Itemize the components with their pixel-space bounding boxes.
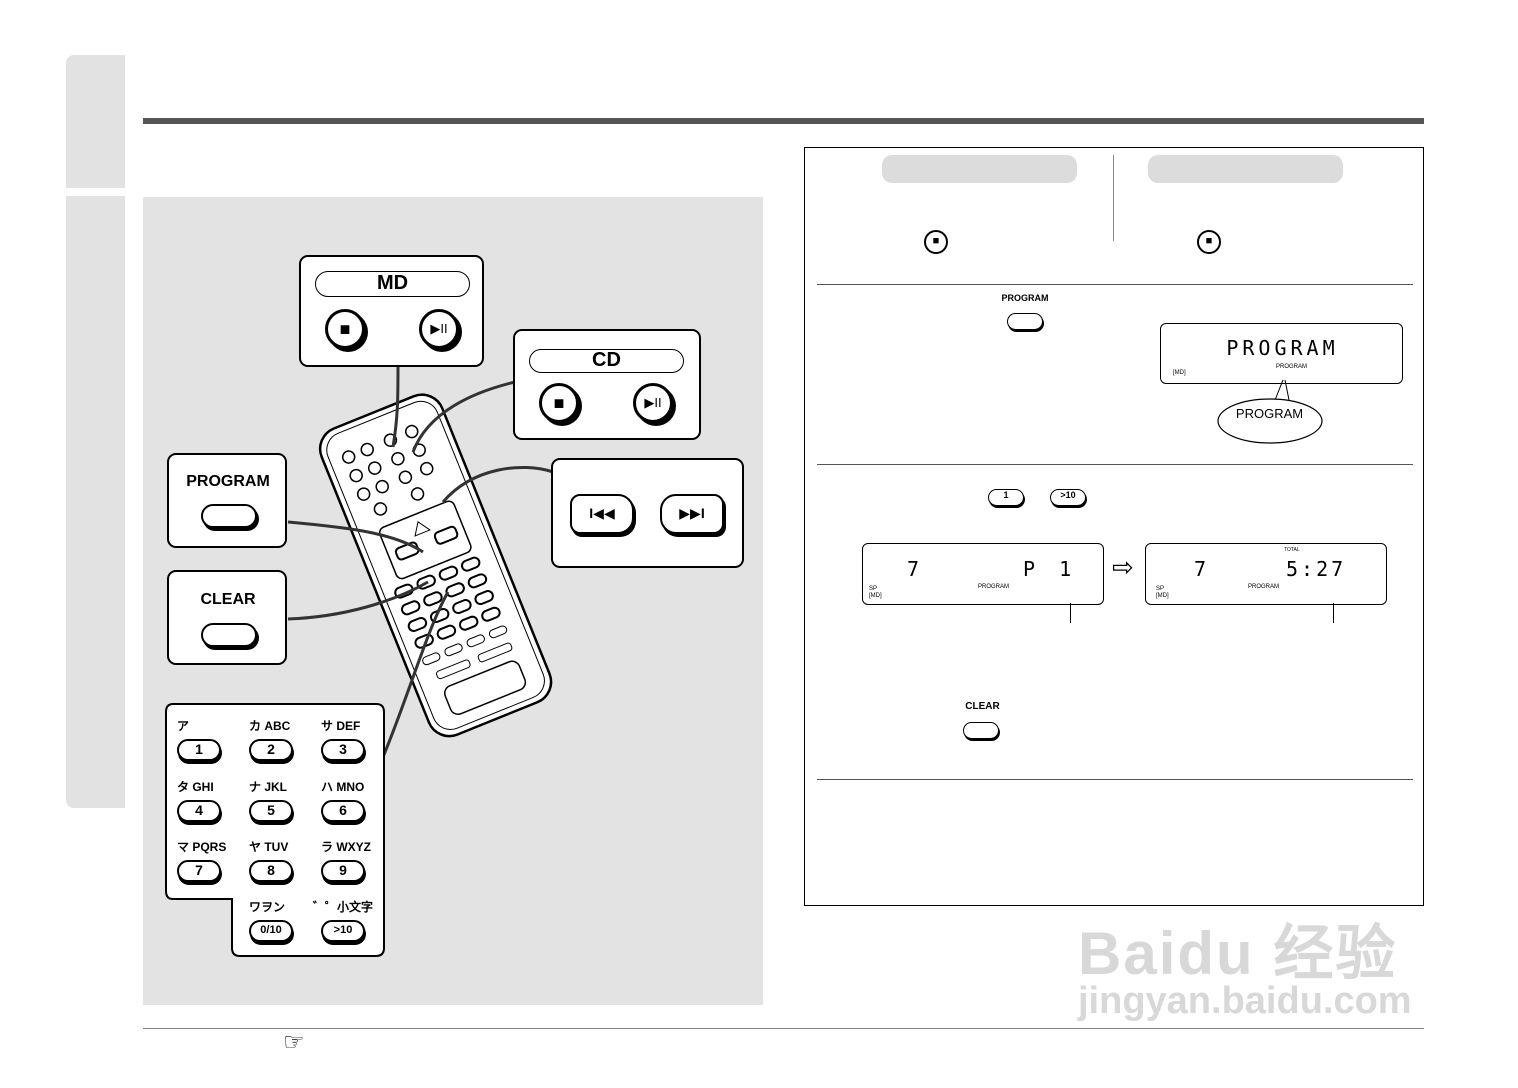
display-text: PROGRAM	[1226, 336, 1339, 360]
display-right: 7 5:27 TOTAL SP [MD] PROGRAM	[1145, 543, 1387, 605]
key-8[interactable]: 8	[249, 860, 293, 882]
keypad-label: カ ABC	[249, 719, 291, 733]
skip-back-icon: I◀◀	[589, 505, 615, 521]
stop-icon: ■	[1197, 230, 1221, 254]
clear-button-group: CLEAR	[167, 570, 287, 665]
key-2[interactable]: 2	[249, 739, 293, 761]
keypad-label: ワヲン	[249, 900, 286, 914]
keypad-label: マ PQRS	[177, 840, 227, 854]
cd-header-pill	[1148, 155, 1343, 183]
key-5[interactable]: 5	[249, 800, 293, 822]
pointer-line	[1070, 603, 1071, 623]
key-over-10[interactable]: >10	[321, 920, 365, 942]
display-sp: SP	[869, 586, 878, 592]
pointer-hand-icon: ☞	[283, 1029, 305, 1056]
key-6[interactable]: 6	[321, 800, 365, 822]
play-pause-icon: ▶II	[430, 321, 448, 336]
keypad-label: ハ MNO	[321, 780, 365, 794]
program-label: PROGRAM	[186, 473, 270, 490]
program-display: PROGRAM [MD] PROGRAM	[1160, 323, 1403, 384]
step-divider	[817, 464, 1413, 465]
arrow-icon: ⇨	[1112, 552, 1134, 582]
display-md: [MD]	[1156, 593, 1169, 599]
display-left: 7 P 1 SP [MD] PROGRAM	[862, 543, 1104, 605]
header-rule	[143, 118, 1424, 124]
key-3[interactable]: 3	[321, 739, 365, 761]
program-button[interactable]	[201, 504, 257, 528]
program-button[interactable]	[1007, 313, 1043, 330]
skip-button-group: I◀◀ ▶▶I	[551, 458, 744, 568]
md-header-pill	[882, 155, 1077, 183]
display-program-number: P 1	[1023, 557, 1072, 581]
skip-back-button[interactable]: I◀◀	[570, 494, 634, 534]
cd-button-group: CD ■ ▶II	[513, 329, 701, 440]
side-tab-top	[66, 55, 125, 188]
clear-button-label: CLEAR	[965, 701, 1000, 712]
program-button-label: PROGRAM	[1001, 293, 1049, 303]
cd-stop-button[interactable]: ■	[539, 383, 579, 423]
md-button-group: MD ■ ▶II	[299, 255, 484, 367]
display-md: [MD]	[869, 593, 882, 599]
pointer-line	[1333, 603, 1334, 623]
program-button-group: PROGRAM	[167, 453, 287, 548]
display-indicator: PROGRAM	[1248, 584, 1280, 590]
display-time: 5:27	[1286, 557, 1347, 581]
keypad-label: ア	[177, 719, 190, 733]
key-7[interactable]: 7	[177, 860, 221, 882]
stop-icon: ■	[553, 393, 565, 413]
skip-forward-icon: ▶▶I	[679, 505, 705, 521]
display-md: [MD]	[1173, 370, 1186, 376]
key-1[interactable]: 1	[177, 739, 221, 761]
cd-title: CD	[529, 349, 684, 373]
stop-icon: ■	[924, 230, 948, 254]
keypad-label: ナ JKL	[249, 780, 288, 794]
clear-label: CLEAR	[200, 591, 256, 608]
keypad-label: サ DEF	[321, 719, 361, 733]
display-track: 7	[1194, 557, 1207, 581]
step-divider	[817, 779, 1413, 780]
display-indicator: PROGRAM	[978, 584, 1010, 590]
skip-forward-button[interactable]: ▶▶I	[660, 494, 724, 534]
play-pause-icon: ▶II	[644, 395, 662, 410]
key-4[interactable]: 4	[177, 800, 221, 822]
remote-drawing	[287, 364, 554, 758]
display-sp: SP	[1156, 586, 1165, 592]
clear-button[interactable]	[201, 623, 257, 647]
column-divider	[1113, 155, 1114, 241]
callout-text: PROGRAM	[1235, 406, 1304, 421]
clear-button[interactable]	[963, 722, 999, 739]
cd-play-pause-button[interactable]: ▶II	[633, 383, 673, 423]
stop-icon: ■	[339, 319, 351, 339]
side-tab-bottom	[66, 196, 125, 808]
step-divider	[817, 284, 1413, 285]
callout-bubble	[1217, 379, 1323, 444]
keypad: ア カ ABC サ DEF 1 2 3 タ GHI ナ JKL ハ MNO 4 …	[165, 703, 387, 959]
display-indicator: PROGRAM	[1276, 364, 1308, 370]
keypad-label: ゛゜小文字	[313, 900, 374, 914]
md-play-pause-button[interactable]: ▶II	[419, 309, 459, 349]
keypad-label: ヤ TUV	[249, 840, 289, 854]
keypad-frame	[165, 703, 385, 957]
watermark-brand: Baidu 经验	[1078, 920, 1398, 987]
watermark-url: jingyan.baidu.com	[1078, 980, 1412, 1022]
footer-rule	[143, 1028, 1424, 1029]
display-track: 7	[907, 557, 920, 581]
key-over-10-button[interactable]: >10	[1050, 489, 1086, 506]
md-stop-button[interactable]: ■	[325, 309, 365, 349]
key-0-10[interactable]: 0/10	[249, 920, 293, 942]
key-1-button[interactable]: 1	[988, 489, 1024, 506]
instruction-panel: ■ ■ PROGRAM PROGRAM [MD] PROGRAM PROGRAM…	[804, 147, 1424, 906]
display-total: TOTAL	[1284, 547, 1300, 553]
keypad-label: ラ WXYZ	[321, 840, 371, 854]
md-title: MD	[315, 271, 470, 297]
keypad-label: タ GHI	[177, 780, 214, 794]
key-9[interactable]: 9	[321, 860, 365, 882]
